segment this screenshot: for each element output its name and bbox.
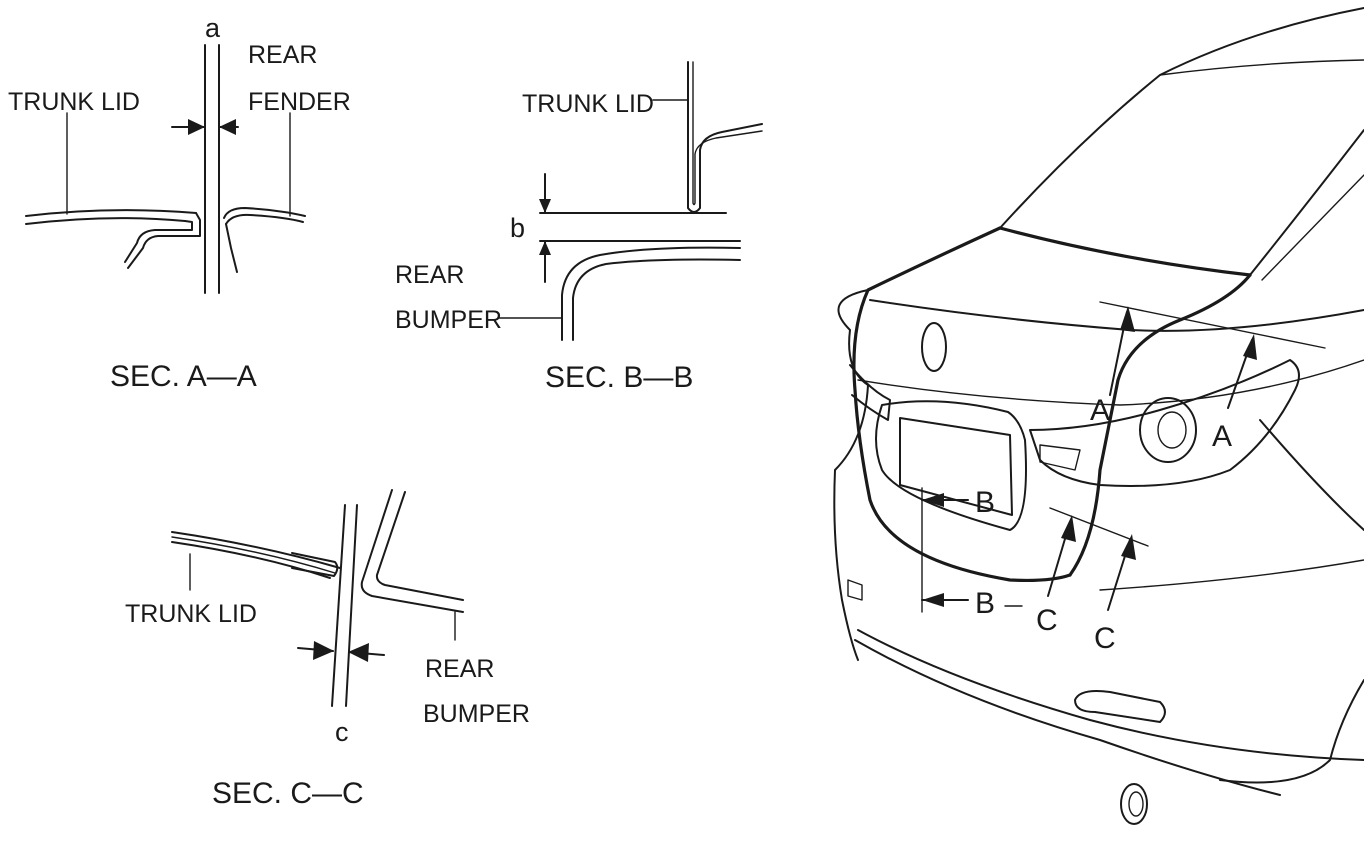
section-a-title: SEC. A—A [110, 360, 257, 393]
section-c-title: SEC. C—C [212, 777, 364, 810]
roof-edge [1159, 59, 1364, 76]
dim-b-arrow-bottom [539, 241, 551, 255]
exhaust-pipe-inner [1128, 791, 1144, 817]
dim-a-arrow-left [188, 119, 205, 135]
section-a-marker-2: A [1212, 420, 1232, 453]
trunk-lid-right-outline [1068, 273, 1252, 577]
section-b-b: TRUNK LID b REAR BUMPER SEC. B—B [395, 61, 763, 394]
license-plate [899, 417, 1013, 516]
trunk-lid-label: TRUNK LID [8, 88, 140, 116]
section-c-marker-2: C [1094, 622, 1116, 655]
tail-lamp-grille [1039, 444, 1081, 471]
license-plate-recess [875, 400, 1027, 531]
roof-line [999, 7, 1364, 229]
rear-bumper-label-c-line1: REAR [425, 655, 494, 683]
rear-fender-panel-top [223, 207, 306, 219]
section-b-marker-1: B [975, 486, 995, 519]
section-b-arrow-2 [922, 593, 944, 607]
gap-line-right-c [345, 504, 358, 707]
left-tail-lamp [849, 364, 891, 421]
section-a-reference-line [1099, 301, 1326, 349]
trunk-lid-panel-c-2 [171, 536, 336, 574]
vehicle-rear-view: A A B B C C [833, 7, 1364, 825]
section-a-arrow-2 [1243, 334, 1257, 360]
rear-fender-panel-bottom [225, 213, 304, 225]
rear-bumper-label-b-line2: BUMPER [395, 306, 502, 334]
trunk-lid-hem-outer [127, 212, 201, 269]
reflector [847, 579, 863, 601]
c-pillar-inner [1261, 174, 1364, 281]
trunk-lid-hem-b-inner [692, 61, 763, 206]
trunk-lid-panel-top [25, 209, 197, 217]
section-c-arrow-1 [1061, 515, 1076, 542]
rear-bumper-label-c-line2: BUMPER [423, 700, 530, 728]
left-body-contour [833, 289, 869, 661]
trunk-lid-hem-b [687, 61, 763, 213]
dimension-a-label: a [205, 13, 221, 43]
trunk-lid-panel-c-1 [171, 531, 341, 569]
rear-bumper-panel-c-inner [375, 491, 464, 601]
bumper-lower-line [857, 629, 1364, 761]
emblem-icon [921, 322, 947, 372]
section-c-arrow-2 [1121, 534, 1136, 560]
rear-wheel-arch [1219, 679, 1364, 784]
rear-bumper-panel-b-outer [561, 246, 741, 341]
trunk-lid-hem-c [291, 552, 339, 577]
section-b-title: SEC. B—B [545, 361, 693, 394]
rear-fender-label-line2: FENDER [248, 88, 351, 116]
dim-a-arrow-right [219, 119, 236, 135]
section-c-marker-1: C [1036, 604, 1058, 637]
tail-lamp-ring [1139, 397, 1197, 463]
rear-fender-label-line1: REAR [248, 41, 317, 69]
trunk-lid-label-b: TRUNK LID [522, 90, 654, 118]
trunk-lid-panel-c-3 [171, 541, 331, 579]
right-tail-lamp [1029, 359, 1300, 487]
section-b-arrow-1 [922, 493, 944, 507]
rear-bumper-panel-b-inner [572, 258, 741, 341]
dim-b-arrow-top [539, 199, 551, 213]
c-pillar [1249, 129, 1364, 276]
dimension-c-label: c [335, 717, 349, 747]
tail-lamp-bulb [1157, 411, 1187, 449]
rear-bumper-panel-c-outer [360, 489, 464, 613]
section-c-c: TRUNK LID c REAR BUMPER SEC. C—C [125, 489, 530, 810]
rear-foglamp [1074, 690, 1166, 723]
dim-c-arrow-right [348, 643, 369, 662]
bumper-lower-line-2 [854, 639, 1281, 796]
rear-bumper-label-b-line1: REAR [395, 261, 464, 289]
trunk-lid-panel-bottom [25, 217, 186, 225]
bumper-upper-crease [1099, 559, 1364, 591]
rear-fender-flange [225, 223, 238, 273]
trunk-lid-label-c: TRUNK LID [125, 600, 257, 628]
section-a-a: a REAR FENDER TRUNK LID SEC. A—A [8, 13, 351, 393]
dimension-b-label: b [510, 213, 525, 243]
gap-line-left-c [331, 504, 346, 707]
rear-quarter-line [1259, 419, 1364, 531]
trunk-shoulder-line [869, 299, 1364, 332]
trunk-lid-top-edge [998, 226, 1252, 277]
section-b-marker-2: B [975, 587, 995, 620]
trunk-lid-hem-inner [124, 220, 193, 263]
section-a-arrow-1 [1120, 306, 1135, 332]
section-a-marker-1: A [1090, 394, 1110, 427]
dim-c-arrow-left [313, 641, 334, 660]
exhaust-pipe [1120, 783, 1148, 825]
trunk-lip-line [857, 359, 1364, 406]
